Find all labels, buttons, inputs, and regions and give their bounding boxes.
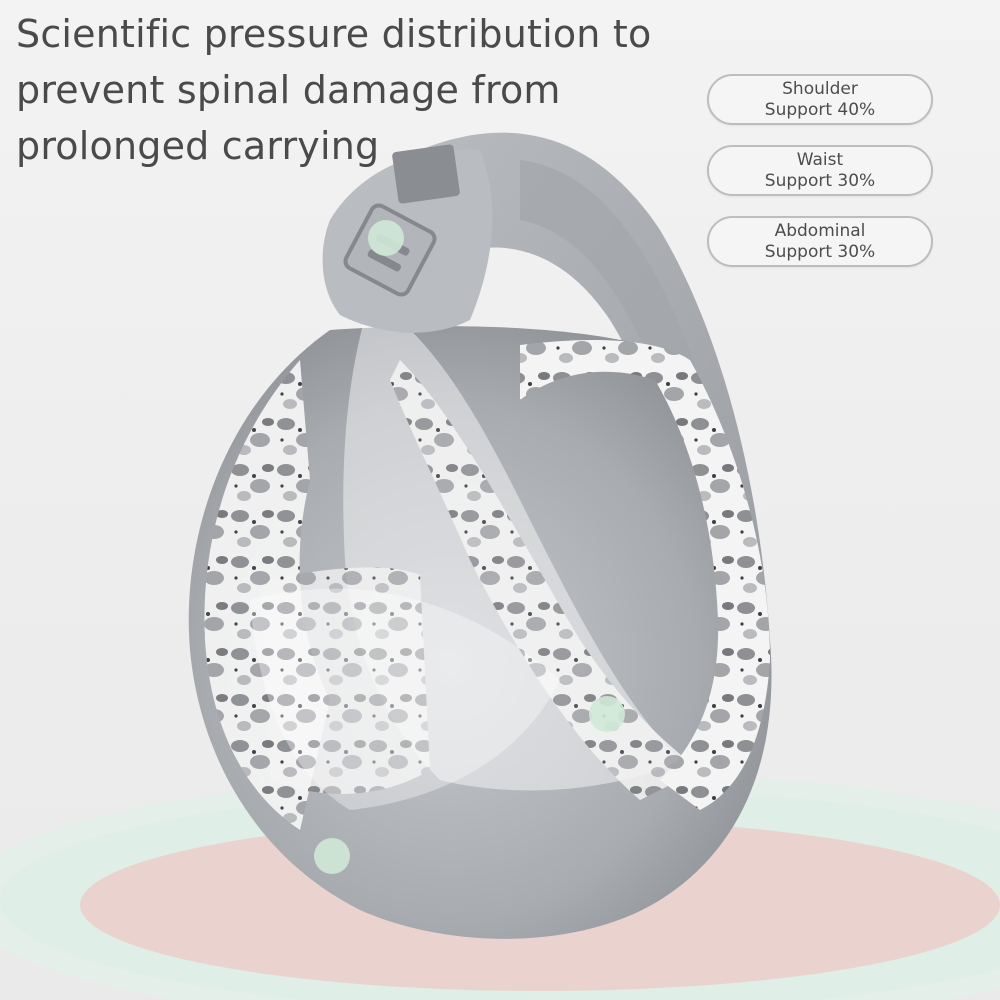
headline-line-1: Scientific pressure distribution to	[16, 12, 652, 56]
badge-value: Support 40%	[764, 99, 876, 120]
pressure-point-markers	[314, 220, 625, 874]
waist-support-badge: Waist Support 30%	[707, 145, 933, 196]
badge-label: Shoulder	[782, 78, 858, 99]
headline-line-2: prevent spinal damage from	[16, 68, 561, 112]
support-badge-list: Shoulder Support 40% Waist Support 30% A…	[707, 74, 933, 287]
headline: Scientific pressure distribution to prev…	[16, 6, 656, 174]
abdominal-pressure-dot	[314, 838, 350, 874]
shoulder-support-badge: Shoulder Support 40%	[707, 74, 933, 125]
headline-line-3: prolonged carrying	[16, 124, 380, 168]
badge-value: Support 30%	[764, 170, 876, 191]
abdominal-support-badge: Abdominal Support 30%	[707, 216, 933, 267]
velcro-tab	[392, 144, 460, 204]
badge-label: Waist	[796, 149, 844, 170]
shoulder-pressure-dot	[368, 220, 404, 256]
badge-label: Abdominal	[774, 220, 866, 241]
waist-pressure-dot	[589, 696, 625, 732]
badge-value: Support 30%	[764, 241, 876, 262]
